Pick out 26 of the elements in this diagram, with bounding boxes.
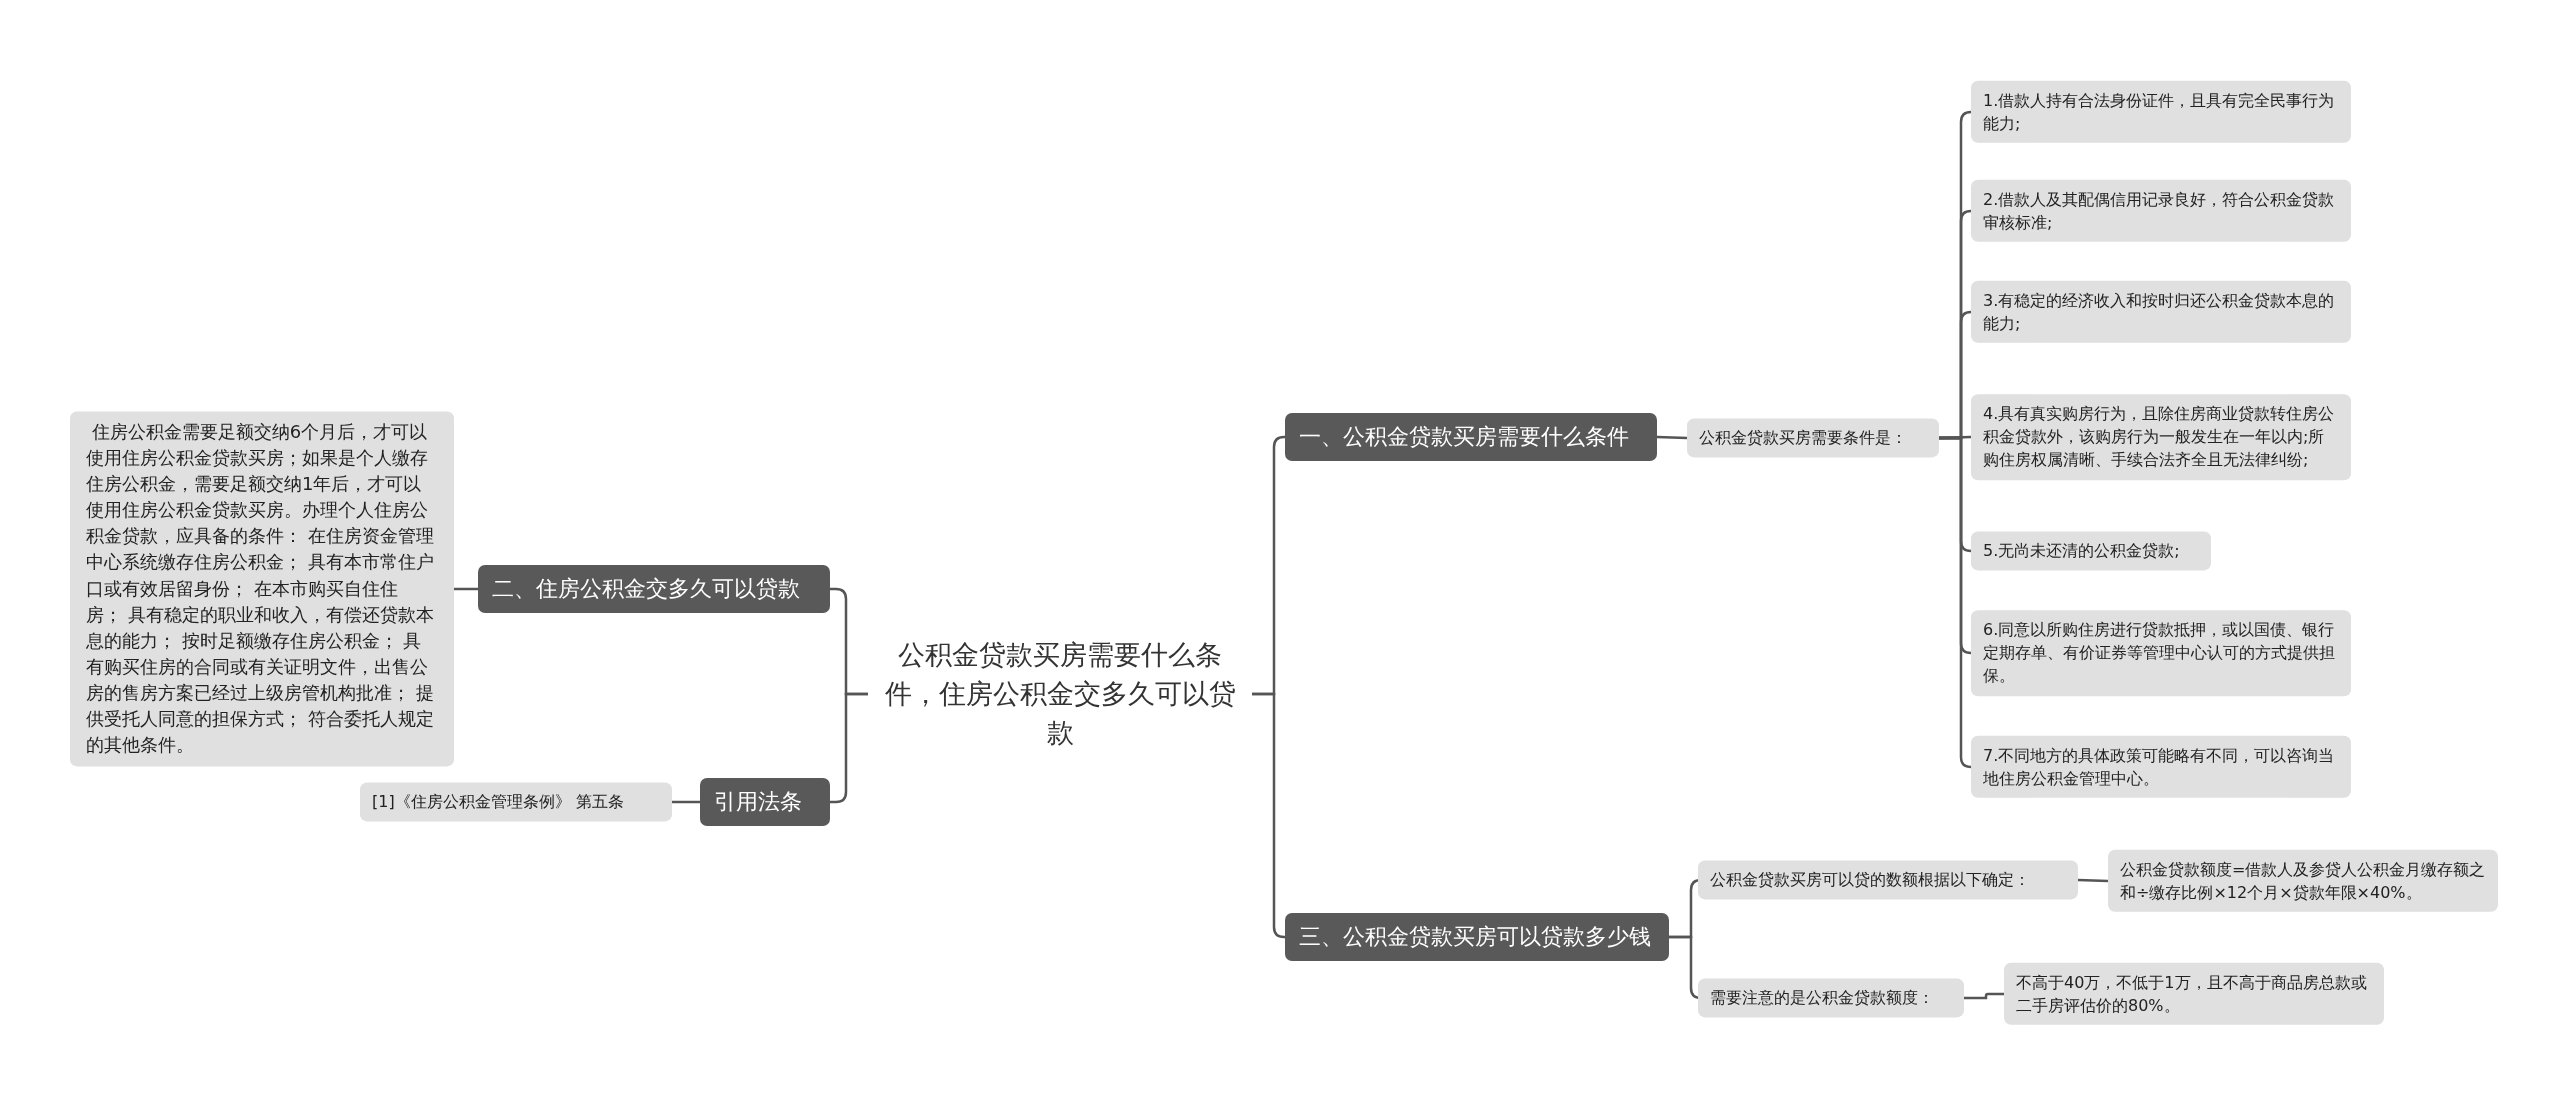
branch-topic: 三、公积金贷款买房可以贷款多少钱 — [1285, 913, 1669, 961]
connector-line — [1656, 435, 1688, 440]
branch-topic: 引用法条 — [700, 778, 830, 826]
leaf-topic: 1.借款人持有合法身份证件，且具有完全民事行为能力; — [1971, 80, 2351, 144]
connector-line — [1939, 436, 1973, 769]
leaf-topic: 2.借款人及其配偶信用记录良好，符合公积金贷款审核标准; — [1971, 179, 2351, 243]
leaf-topic: 不高于40万，不低于1万，且不高于商品房总款或二手房评估价的80%。 — [2004, 962, 2384, 1026]
connector-line — [1964, 992, 2004, 1000]
central-topic: 公积金贷款买房需要什么条件，住房公积金交多久可以贷款 — [868, 627, 1252, 761]
leaf-topic: 4.具有真实购房行为，且除住房商业贷款转住房公积金贷款外，该购房行为一般发生在一年以内;所购住房权属清晰、手续合法齐全且无法律纠纷; — [1971, 394, 2351, 480]
leaf-topic: 3.有稳定的经济收入和按时归还公积金贷款本息的能力; — [1971, 280, 2351, 344]
leaf-topic: 住房公积金需要足额交纳6个月后，才可以使用住房公积金贷款买房；如果是个人缴存住房公积金，需要足额交纳1年后，才可以使用住房公积金贷款买房。办理个人住房公积金贷款，应具备的条件： 在住房资金管理中心系统缴存住房公积金； 具有本市常住户口或有效居留身份； 在本市购买自住住房； 具有稳定的职业和收入，有偿还贷款本息的能力； 按时足额缴存住房公积金； 具有购买住房的合同或有关证明文件，出售公房的售房方案已经过上级房管机构批准； 提供受托人同意的担保方式； 符合委托人规定的其他条件。 — [70, 411, 454, 767]
connector-line — [2077, 878, 2109, 883]
connector-line — [454, 587, 478, 591]
connector-line — [672, 800, 700, 804]
leaf-topic: 公积金贷款买房可以贷的数额根据以下确定： — [1698, 860, 2078, 900]
branch-topic: 一、公积金贷款买房需要什么条件 — [1285, 413, 1657, 461]
leaf-topic: 6.同意以所购住房进行贷款抵押，或以国债、银行定期存单、有价证券等管理中心认可的方式提供担保。 — [1971, 610, 2351, 696]
leaf-topic: 5.无尚未还清的公积金贷款; — [1971, 531, 2211, 571]
leaf-topic: [1]《住房公积金管理条例》 第五条 — [360, 782, 672, 822]
leaf-topic: 公积金贷款买房需要条件是： — [1687, 418, 1939, 458]
leaf-topic: 7.不同地方的具体政策可能略有不同，可以咨询当地住房公积金管理中心。 — [1971, 735, 2351, 799]
branch-topic: 二、住房公积金交多久可以贷款 — [478, 565, 830, 613]
leaf-topic: 需要注意的是公积金贷款额度： — [1698, 978, 1964, 1018]
connector-line — [1252, 692, 1286, 939]
leaf-topic: 公积金贷款额度=借款人及参贷人公积金月缴存额之和÷缴存比例×12个月×贷款年限×40%。 — [2108, 849, 2498, 913]
